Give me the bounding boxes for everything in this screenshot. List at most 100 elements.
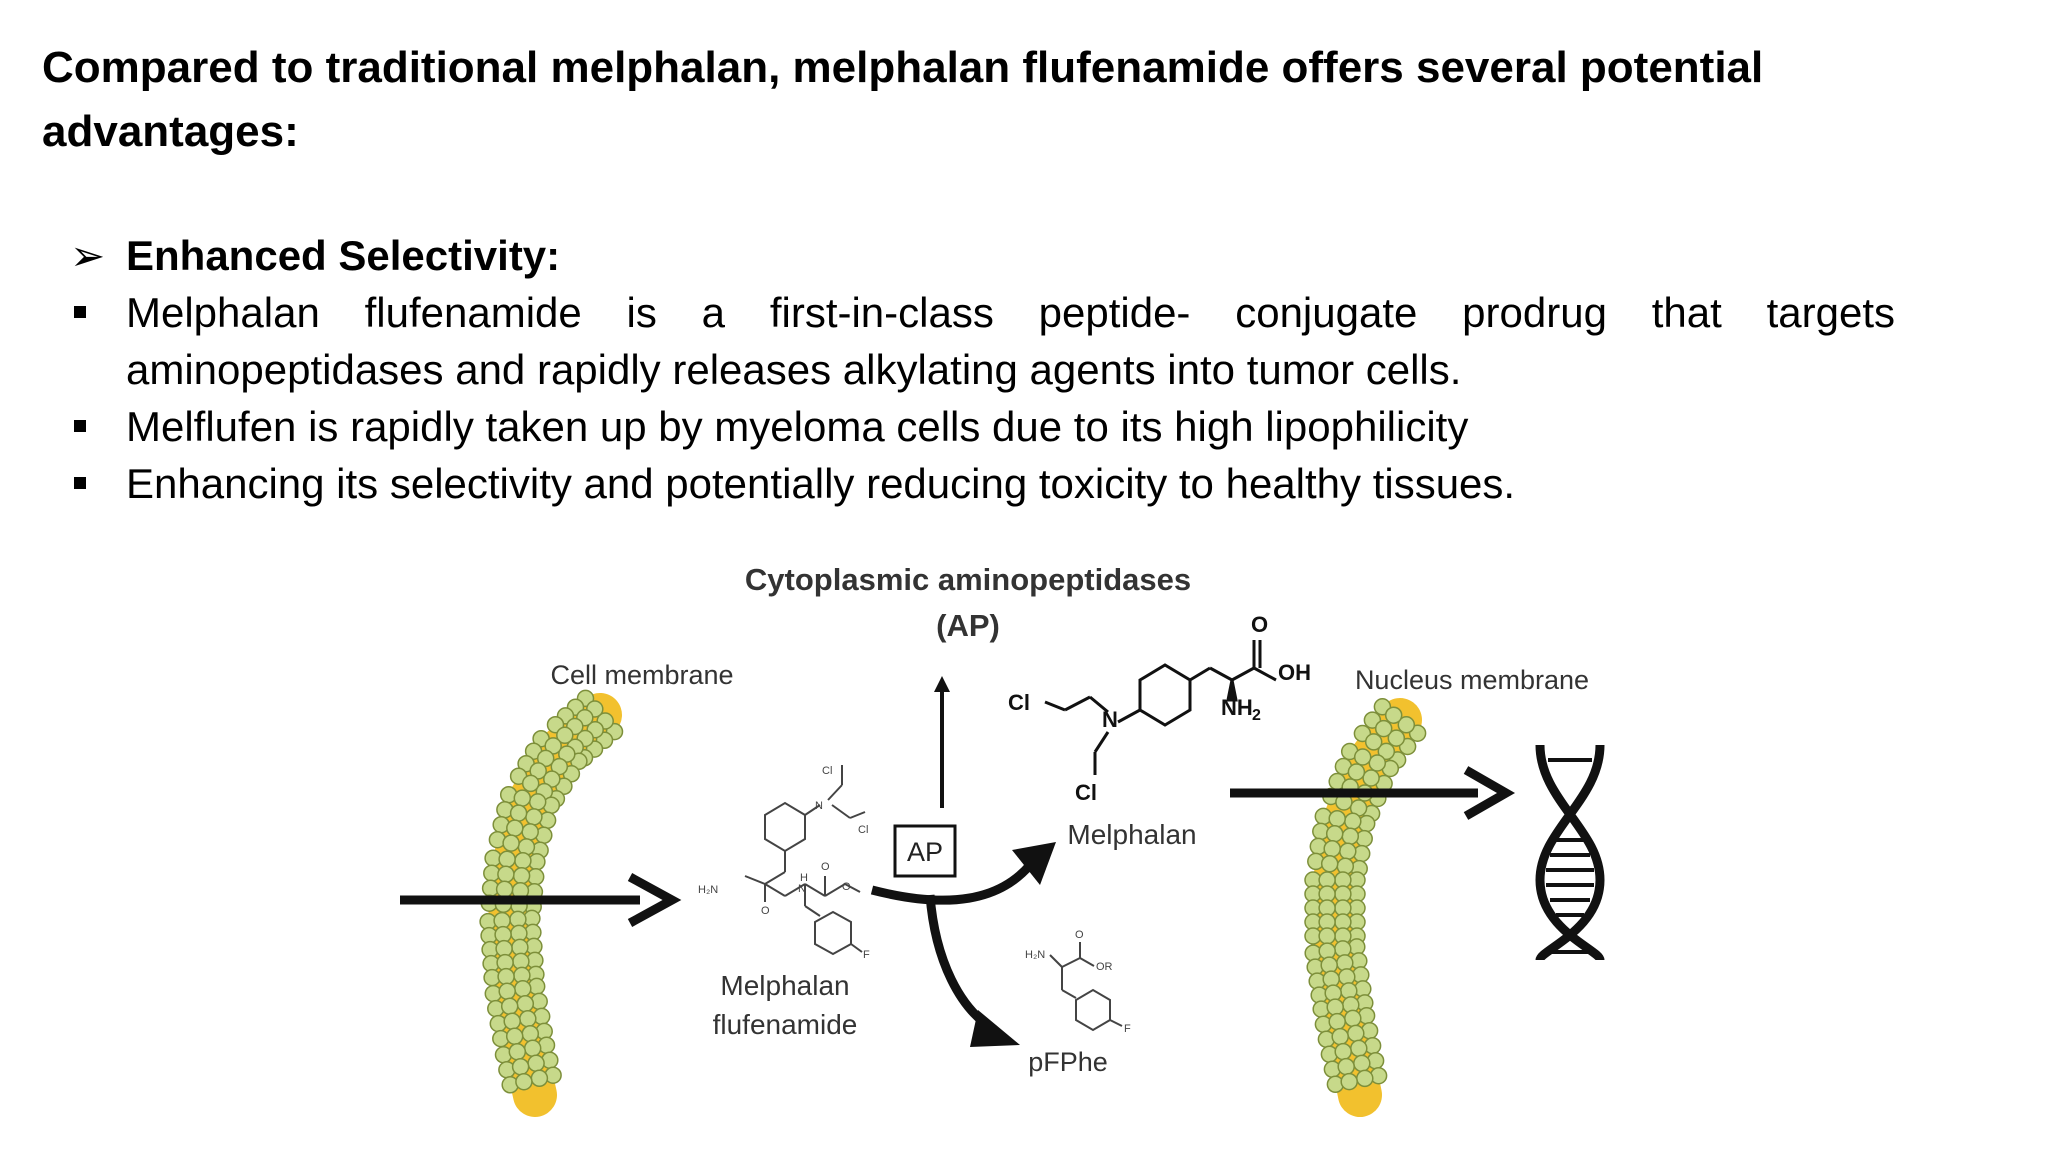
up-arrow	[934, 676, 950, 808]
lipid-head	[1364, 733, 1383, 751]
lipid-head	[1328, 809, 1346, 828]
square-bullet-icon	[70, 398, 110, 455]
nucleus-membrane-label: Nucleus membrane	[1355, 665, 1589, 695]
square-bullet-icon	[70, 455, 110, 512]
arrowhead-bullet-icon: ➢	[70, 232, 106, 279]
lipid-head	[515, 1072, 533, 1091]
lipid-head	[1353, 748, 1372, 766]
svg-text:NH: NH	[1221, 695, 1253, 720]
lipid-head	[1331, 1027, 1349, 1046]
lipid-head	[1334, 1042, 1352, 1061]
lipid-head	[1328, 1012, 1346, 1031]
lipid-head	[521, 1024, 540, 1043]
lipid-head	[1344, 812, 1362, 831]
lipid-head	[1326, 998, 1344, 1016]
pfphe-structure	[1049, 942, 1123, 1032]
enzyme-label-abbrev: (AP)	[936, 608, 1000, 643]
lipid-head	[1362, 769, 1380, 787]
lipid-head	[1318, 927, 1336, 945]
nucleus-membrane	[1304, 698, 1427, 1117]
lipid-head	[512, 866, 531, 885]
melphalan-flufenamide-atoms: N Cl Cl H₂N O H N O O F	[698, 765, 870, 961]
lipid-head	[513, 789, 532, 807]
lipid-head	[1377, 742, 1396, 761]
cell-membrane-label: Cell membrane	[550, 660, 733, 690]
section-heading-text: Enhanced Selectivity:	[126, 232, 561, 279]
ap-box: AP	[893, 824, 957, 878]
lipid-head	[1387, 729, 1406, 747]
lipid-head	[1320, 854, 1339, 873]
lipid-head	[511, 1057, 530, 1076]
lipid-head	[1347, 763, 1366, 781]
prodrug-label-line2: flufenamide	[713, 1009, 858, 1040]
lipid-head	[1323, 839, 1341, 858]
square-bullet-icon	[70, 284, 110, 341]
lipid-head	[1350, 1039, 1368, 1058]
bullet-item: Melflufen is rapidly taken up by myeloma…	[70, 398, 1895, 455]
svg-text:Cl: Cl	[1075, 780, 1097, 805]
lipid-head	[503, 1012, 521, 1031]
lipid-head	[1337, 1057, 1355, 1076]
svg-text:O: O	[842, 881, 851, 893]
cleavage-arrow-pfphe	[925, 894, 1020, 1047]
bullet-list: ➢ Enhanced Selectivity: Melphalan flufen…	[70, 227, 1895, 512]
svg-text:N: N	[1102, 707, 1118, 732]
lipid-head	[525, 808, 543, 826]
svg-text:F: F	[863, 949, 870, 961]
cleavage-arrow-melphalan	[870, 842, 1056, 905]
lipid-head	[1384, 706, 1403, 724]
lipid-head	[500, 997, 519, 1016]
lipid-head	[508, 1042, 527, 1061]
bullet-text: Melphalan flufenamide is a first-in-clas…	[126, 289, 1895, 393]
svg-text:H₂N: H₂N	[698, 884, 718, 896]
lipid-head	[516, 994, 535, 1013]
svg-text:N: N	[798, 883, 806, 895]
lipid-head	[1397, 716, 1416, 734]
product-label: Melphalan	[1067, 819, 1196, 850]
svg-text:F: F	[1124, 1023, 1131, 1035]
lipid-head	[502, 834, 520, 852]
prodrug-label: Melphalan	[720, 970, 849, 1001]
section-heading: ➢ Enhanced Selectivity:	[70, 227, 1895, 284]
lipid-head	[506, 819, 524, 837]
lipid-head	[1356, 1069, 1374, 1088]
svg-text:AP: AP	[907, 837, 943, 867]
svg-text:OR: OR	[1096, 961, 1113, 973]
svg-text:H₂N: H₂N	[1025, 949, 1045, 961]
lipid-head	[528, 793, 547, 811]
entry-arrow	[400, 873, 682, 927]
cell-membrane	[479, 689, 624, 1117]
bullet-text: Melflufen is rapidly taken up by myeloma…	[126, 403, 1469, 450]
nuclear-entry-arrow	[1230, 766, 1516, 820]
lipid-head	[1353, 1054, 1371, 1073]
bullet-text: Enhancing its selectivity and potentiall…	[126, 460, 1516, 507]
dna-helix-icon	[1535, 744, 1605, 962]
melphalan-atoms: O OH NH 2 Cl N Cl	[1008, 612, 1311, 805]
svg-text:Cl: Cl	[1008, 690, 1030, 715]
lipid-head	[1368, 754, 1387, 772]
slide-title: Compared to traditional melphalan, melph…	[42, 43, 1764, 156]
lipid-head	[514, 851, 532, 870]
melphalan-structure	[1044, 640, 1277, 775]
lipid-head	[497, 967, 515, 986]
lipid-head	[1341, 827, 1360, 846]
enzyme-label: Cytoplasmic aminopeptidases	[745, 562, 1191, 597]
lipid-head	[505, 1027, 524, 1046]
svg-text:O: O	[761, 905, 770, 917]
bullet-item: Melphalan flufenamide is a first-in-clas…	[70, 284, 1895, 398]
lipid-head	[1374, 719, 1393, 738]
svg-text:O: O	[1075, 929, 1084, 941]
lipid-head	[527, 1054, 545, 1073]
lipid-head	[521, 823, 539, 841]
svg-text:Cl: Cl	[822, 765, 832, 777]
lipid-head	[495, 880, 514, 899]
lipid-head	[530, 1069, 549, 1088]
lipid-head	[519, 1009, 537, 1028]
lipid-head	[1340, 1072, 1358, 1091]
lipid-head	[1344, 1009, 1362, 1028]
lipid-head	[523, 1039, 542, 1058]
lipid-head	[1325, 824, 1344, 843]
svg-text:O: O	[821, 861, 830, 873]
svg-text:H: H	[800, 872, 808, 884]
